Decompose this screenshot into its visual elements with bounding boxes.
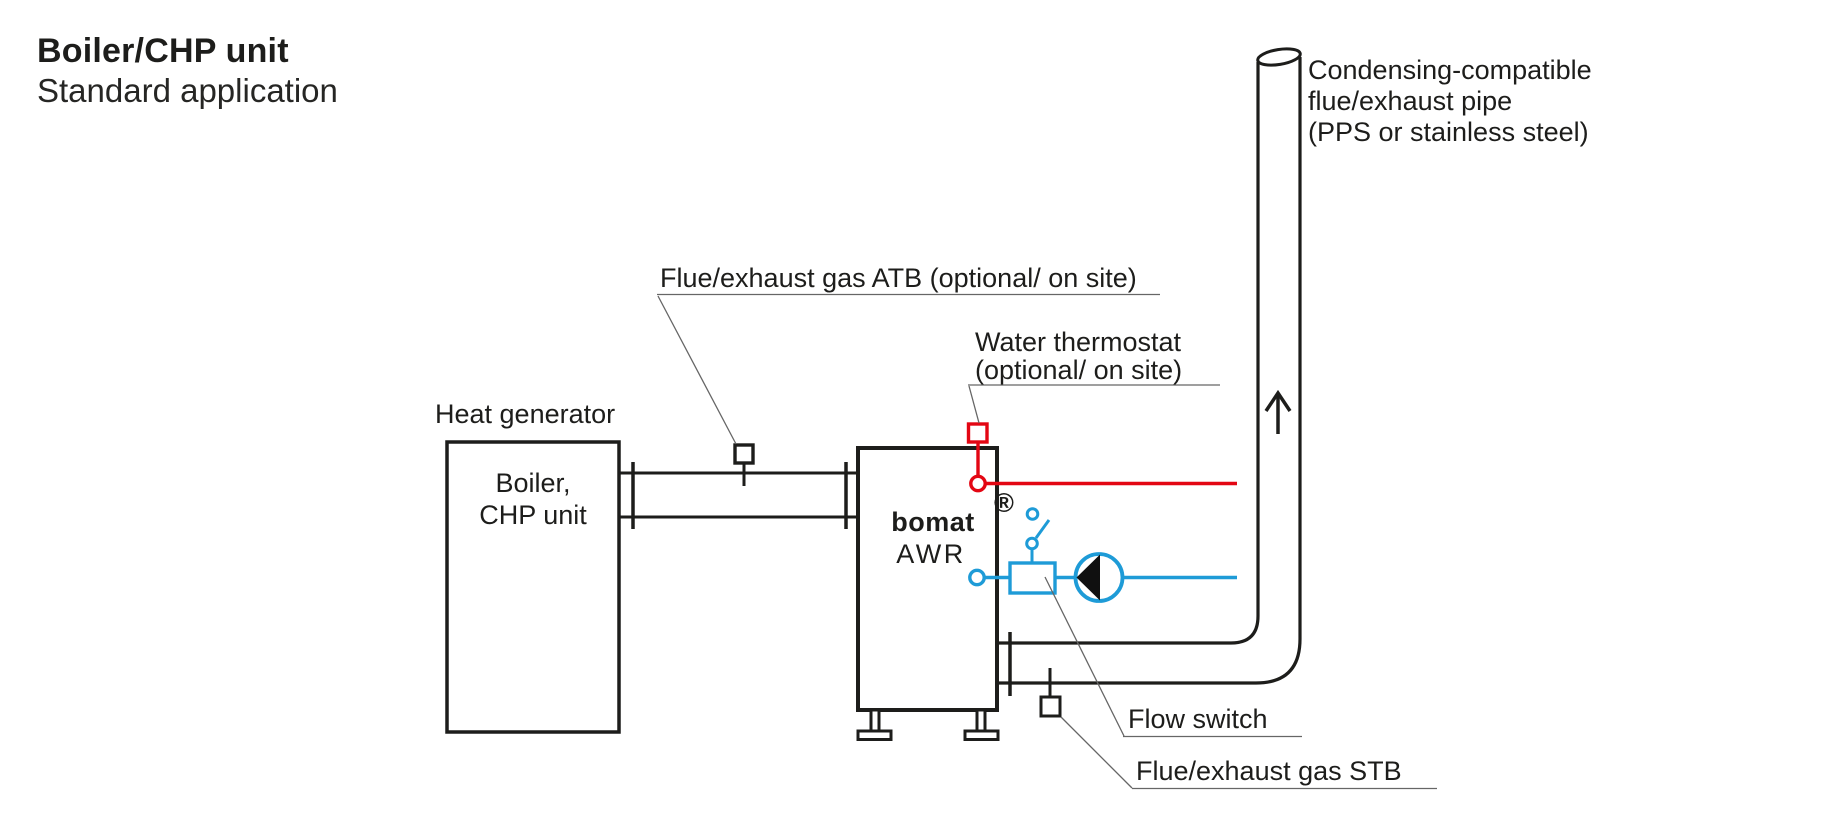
blue-port-icon: [968, 568, 986, 587]
atb-label: Flue/exhaust gas ATB (optional/ on site): [660, 263, 1137, 293]
pipe-open-end-icon: [1256, 47, 1302, 67]
exhaust-pipe-outer-wall: [997, 57, 1302, 685]
awr-foot-right-base: [963, 729, 1000, 741]
exhaust-pipe-inner-wall: [997, 62, 1260, 645]
page-subtitle: Standard application: [37, 72, 338, 109]
switch-contact-upper-icon: [1025, 507, 1040, 521]
flow-switch-leader-line: [1044, 576, 1125, 737]
switch-blade-icon: [1034, 519, 1051, 539]
heat-generator-box: [445, 440, 621, 734]
atb-sensor-icon: [733, 443, 755, 465]
title-block: Boiler/CHP unit Standard application: [37, 34, 338, 107]
pump-impeller-triangle: [1076, 554, 1100, 601]
flue-pipe-label-line1: Condensing-compatible: [1308, 55, 1592, 85]
stb-sensor-icon: [1039, 695, 1062, 718]
stb-leader-line: [1060, 716, 1133, 789]
boiler-label-line2: CHP unit: [479, 500, 587, 530]
boiler-label-line1: Boiler,: [495, 468, 570, 498]
thermostat-leader-line: [968, 385, 980, 424]
arrow-up-icon: [1264, 389, 1292, 412]
switch-contact-lower-icon: [1025, 536, 1039, 551]
heat-generator-label: Heat generator: [435, 399, 615, 429]
brand-logo: bomat: [891, 507, 975, 537]
flue-pipe-label-line3: (PPS or stainless steel): [1308, 117, 1589, 147]
unit-model-label: AWR: [896, 539, 966, 569]
flue-pipe-label-line2: flue/exhaust pipe: [1308, 86, 1512, 116]
stb-label: Flue/exhaust gas STB: [1136, 756, 1402, 786]
water-thermostat-label-line1: Water thermostat: [975, 327, 1182, 357]
brand-trademark: ®: [994, 488, 1014, 518]
water-thermostat-icon: [966, 422, 989, 444]
awr-foot-left-base: [856, 729, 893, 741]
page-title: Boiler/CHP unit: [37, 32, 289, 70]
awr-foot-left-stem: [869, 708, 881, 734]
water-thermostat-label-line2: (optional/ on site): [975, 355, 1182, 385]
flow-switch-label: Flow switch: [1128, 704, 1268, 734]
flow-switch-icon: [1008, 561, 1057, 595]
atb-leader-line: [657, 295, 737, 445]
red-port-icon: [969, 474, 987, 493]
awr-foot-right-stem: [975, 708, 987, 734]
